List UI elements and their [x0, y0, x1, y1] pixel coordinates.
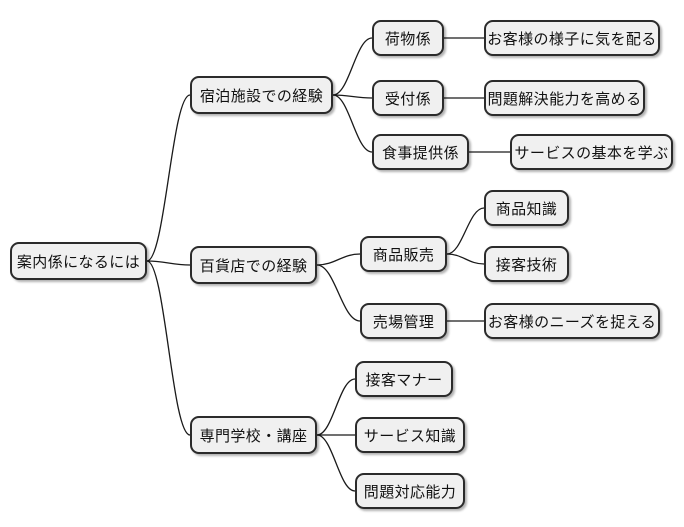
mindmap-node-b1[interactable]: 宿泊施設での経験 [190, 76, 333, 114]
mindmap-node-b3c3[interactable]: 問題対応能力 [355, 473, 465, 509]
node-label: 専門学校・講座 [199, 426, 308, 445]
edge-b3-to-b3c3 [316, 434, 356, 492]
node-label: 食事提供係 [381, 143, 459, 162]
mindmap-node-b3[interactable]: 専門学校・講座 [190, 416, 317, 454]
edge-b1-to-b1c1 [332, 37, 373, 96]
node-label: 商品販売 [372, 245, 435, 264]
mindmap-node-b2c1l1[interactable]: 商品知識 [484, 190, 569, 226]
node-label: 商品知識 [495, 199, 558, 218]
edge-b1-to-b1c2 [332, 94, 373, 99]
edge-root-to-b3 [146, 260, 191, 436]
node-label: 案内係になるには [16, 252, 141, 271]
node-label: お客様の様子に気を配る [487, 29, 657, 48]
edge-b2-to-b2c2 [316, 264, 361, 322]
mindmap-root-node[interactable]: 案内係になるには [10, 242, 147, 280]
node-label: お客様のニーズを捉える [487, 312, 657, 331]
node-label: 売場管理 [372, 312, 435, 331]
edge-root-to-b2 [146, 260, 191, 266]
mindmap-node-b3c1[interactable]: 接客マナー [355, 361, 453, 397]
edge-b3-to-b3c1 [316, 378, 356, 436]
edge-b2c1-to-b2c1l2 [446, 253, 485, 265]
edge-b2-to-b2c1 [316, 253, 361, 266]
mindmap-node-b1c2l[interactable]: 問題解決能力を高める [484, 80, 645, 116]
mindmap-node-b2c2[interactable]: 売場管理 [360, 303, 447, 339]
mindmap-node-b1c3l[interactable]: サービスの基本を学ぶ [510, 134, 673, 170]
mindmap-node-b1c3[interactable]: 食事提供係 [372, 134, 469, 170]
mindmap-node-b1c1[interactable]: 荷物係 [372, 20, 444, 56]
edge-b1-to-b1c3 [332, 94, 373, 153]
node-label: 百貨店での経験 [199, 256, 308, 275]
node-label: 荷物係 [384, 29, 432, 48]
mindmap-node-b2c1l2[interactable]: 接客技術 [484, 246, 569, 282]
mindmap-node-b1c2[interactable]: 受付係 [372, 80, 444, 116]
edge-b2c1-to-b2c1l1 [446, 207, 485, 255]
node-label: 問題対応能力 [363, 482, 457, 501]
mindmap-node-b2c2l1[interactable]: お客様のニーズを捉える [484, 303, 660, 339]
node-label: サービスの基本を学ぶ [514, 143, 669, 162]
mindmap-node-b1c1l[interactable]: お客様の様子に気を配る [484, 20, 660, 56]
node-label: 宿泊施設での経験 [199, 86, 324, 105]
node-label: 接客マナー [365, 370, 443, 389]
mindmap-node-b2[interactable]: 百貨店での経験 [190, 246, 317, 284]
mindmap-node-b3c2[interactable]: サービス知識 [355, 417, 465, 453]
node-label: 接客技術 [495, 255, 558, 274]
edge-root-to-b1 [146, 94, 191, 262]
node-label: サービス知識 [363, 426, 457, 445]
mindmap-node-b2c1[interactable]: 商品販売 [360, 236, 447, 272]
node-label: 受付係 [384, 89, 432, 108]
node-label: 問題解決能力を高める [487, 89, 642, 108]
